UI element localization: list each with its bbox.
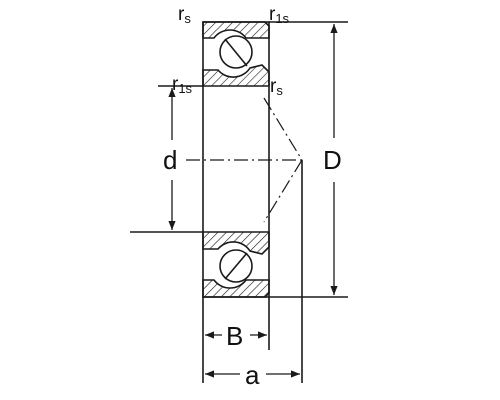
upper-outer-ring — [202, 21, 270, 39]
rs-right-label: rs — [270, 76, 283, 98]
load-center-label: a — [245, 360, 260, 390]
r1s-left-label: r1s — [172, 74, 193, 96]
contact-angle-line-top — [263, 97, 303, 161]
rs-top-label: rs — [178, 4, 191, 26]
lower-ball-contact-line — [224, 252, 248, 280]
lower-inner-ring — [202, 231, 270, 255]
lower-outer-ring — [202, 279, 270, 298]
bore-diameter-label: d — [163, 145, 177, 175]
upper-inner-ring — [202, 64, 270, 87]
contact-angle-line-bottom — [263, 159, 303, 223]
width-label: B — [226, 321, 243, 351]
upper-ball-contact-line — [224, 38, 248, 67]
r1s-top-label: r1s — [269, 4, 290, 26]
outer-diameter-label: D — [323, 145, 342, 175]
